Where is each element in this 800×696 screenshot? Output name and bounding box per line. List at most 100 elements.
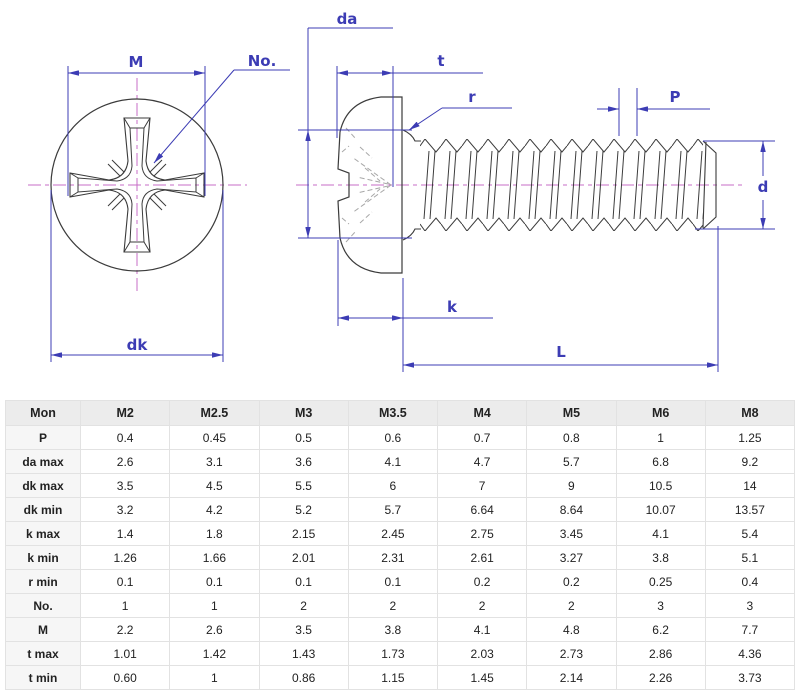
value-cell: 5.7 xyxy=(347,497,439,522)
value-cell: 0.60 xyxy=(79,665,171,690)
row-label: t min xyxy=(5,665,81,690)
value-cell: 1.4 xyxy=(79,521,171,546)
value-cell: 0.45 xyxy=(169,425,260,450)
row-label: t max xyxy=(5,641,81,666)
value-cell: 2.31 xyxy=(347,545,439,570)
label-P: P xyxy=(670,88,681,106)
row-label: r min xyxy=(5,569,81,594)
value-cell: 1 xyxy=(615,425,706,450)
row-label: dk max xyxy=(5,473,81,498)
thread-end-chamfer xyxy=(702,140,717,230)
value-cell: 4.2 xyxy=(169,497,260,522)
value-cell: 0.2 xyxy=(436,569,528,594)
value-cell: 0.6 xyxy=(347,425,439,450)
dimension-lines xyxy=(50,27,775,372)
column-header: M6 xyxy=(615,400,706,426)
value-cell: 1 xyxy=(79,593,171,618)
value-cell: 0.86 xyxy=(258,665,349,690)
label-k: k xyxy=(447,298,458,316)
label-L: L xyxy=(556,343,566,361)
value-cell: 1.43 xyxy=(258,641,349,666)
value-cell: 0.7 xyxy=(436,425,528,450)
side-view xyxy=(337,96,717,274)
value-cell: 3.27 xyxy=(526,545,617,570)
value-cell: 2.2 xyxy=(79,617,171,642)
value-cell: 3 xyxy=(704,593,796,618)
value-cell: 6.64 xyxy=(436,497,528,522)
row-label: da max xyxy=(5,449,81,474)
value-cell: 3.5 xyxy=(258,617,349,642)
extension-lines xyxy=(50,66,775,372)
leader-da xyxy=(307,27,393,130)
underhead-fillet xyxy=(402,129,421,241)
value-cell: 6 xyxy=(347,473,439,498)
row-label: M xyxy=(5,617,81,642)
value-cell: 1.45 xyxy=(436,665,528,690)
value-cell: 4.1 xyxy=(436,617,528,642)
column-header: Mon xyxy=(5,400,81,426)
value-cell: 2.26 xyxy=(615,665,706,690)
column-header: M3.5 xyxy=(347,400,439,426)
value-cell: 4.36 xyxy=(704,641,796,666)
value-cell: 5.1 xyxy=(704,545,796,570)
value-cell: 2.73 xyxy=(526,641,617,666)
value-cell: 1.15 xyxy=(347,665,439,690)
value-cell: 2.01 xyxy=(258,545,349,570)
value-cell: 0.1 xyxy=(79,569,171,594)
value-cell: 3.73 xyxy=(704,665,796,690)
label-dk: dk xyxy=(127,336,149,354)
centerlines xyxy=(28,78,744,292)
value-cell: 2.6 xyxy=(169,617,260,642)
value-cell: 2 xyxy=(347,593,439,618)
value-cell: 2.15 xyxy=(258,521,349,546)
head-outline-circle xyxy=(50,98,224,272)
value-cell: 1.26 xyxy=(79,545,171,570)
row-label: dk min xyxy=(5,497,81,522)
value-cell: 9 xyxy=(526,473,617,498)
value-cell: 2.86 xyxy=(615,641,706,666)
value-cell: 10.07 xyxy=(615,497,706,522)
front-view xyxy=(50,98,224,272)
label-d: d xyxy=(758,178,769,196)
value-cell: 7 xyxy=(436,473,528,498)
value-cell: 2 xyxy=(436,593,528,618)
value-cell: 4.7 xyxy=(436,449,528,474)
value-cell: 4.1 xyxy=(347,449,439,474)
value-cell: 5.2 xyxy=(258,497,349,522)
value-cell: 2.45 xyxy=(347,521,439,546)
value-cell: 4.5 xyxy=(169,473,260,498)
row-label: k min xyxy=(5,545,81,570)
value-cell: 0.2 xyxy=(526,569,617,594)
recess-taper-edges xyxy=(69,117,205,253)
row-label: k max xyxy=(5,521,81,546)
value-cell: 14 xyxy=(704,473,796,498)
value-cell: 2.75 xyxy=(436,521,528,546)
value-cell: 10.5 xyxy=(615,473,706,498)
value-cell: 1 xyxy=(169,593,260,618)
label-No: No. xyxy=(248,52,277,70)
label-da: da xyxy=(337,10,358,28)
value-cell: 3.8 xyxy=(347,617,439,642)
value-cell: 3 xyxy=(615,593,706,618)
value-cell: 2.61 xyxy=(436,545,528,570)
value-cell: 3.6 xyxy=(258,449,349,474)
row-label: P xyxy=(5,425,81,450)
value-cell: 9.2 xyxy=(704,449,796,474)
value-cell: 0.4 xyxy=(79,425,171,450)
value-cell: 3.8 xyxy=(615,545,706,570)
recess-corner-chamfers xyxy=(107,159,167,211)
value-cell: 3.45 xyxy=(526,521,617,546)
value-cell: 5.7 xyxy=(526,449,617,474)
